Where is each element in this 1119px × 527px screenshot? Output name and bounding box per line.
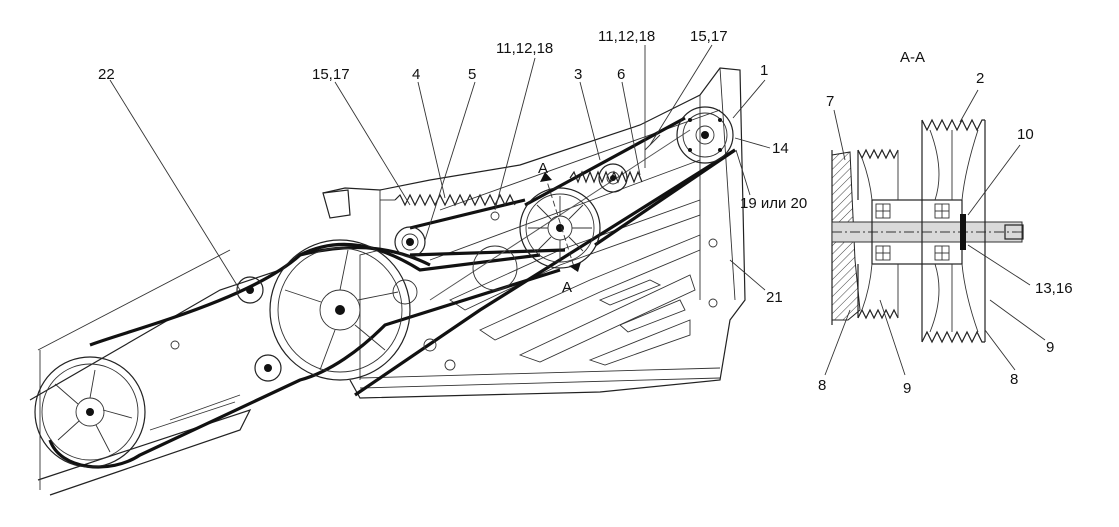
section-shaft bbox=[831, 221, 1024, 243]
section-pulley-2 bbox=[921, 118, 986, 344]
label-a-bottom: A bbox=[562, 279, 572, 296]
pulley-22 bbox=[34, 356, 146, 468]
idler-pulley-left bbox=[394, 226, 426, 258]
tension-springs bbox=[380, 134, 661, 207]
label-14: 14 bbox=[772, 140, 789, 157]
label-5: 5 bbox=[468, 66, 476, 83]
label-1: 1 bbox=[760, 62, 768, 79]
idler-pulleys-lower bbox=[236, 245, 518, 382]
leader-lines bbox=[109, 44, 771, 291]
tensioner-pulley-upper bbox=[598, 163, 628, 193]
label-3: 3 bbox=[574, 66, 582, 83]
section-label-10: 10 bbox=[1017, 126, 1034, 143]
label-15-17-right: 15,17 bbox=[690, 28, 728, 45]
section-label-8-right: 8 bbox=[1010, 371, 1018, 388]
label-6: 6 bbox=[617, 66, 625, 83]
section-pulley-small bbox=[857, 148, 899, 320]
pulley-3-section-a bbox=[519, 172, 601, 272]
section-hub bbox=[871, 199, 966, 265]
section-label-2: 2 bbox=[976, 70, 984, 87]
label-11-12-18-left: 11,12,18 bbox=[496, 40, 553, 57]
section-a-a-view: A-A 2 7 10 13,16 9 8 9 8 bbox=[818, 49, 1073, 397]
section-label-9-right: 9 bbox=[1046, 339, 1054, 356]
label-22: 22 bbox=[98, 66, 115, 83]
pulley-1 bbox=[676, 106, 734, 164]
frame-bolts bbox=[170, 211, 718, 371]
label-4: 4 bbox=[412, 66, 420, 83]
section-label-7: 7 bbox=[826, 93, 834, 110]
label-19-20: 19 или 20 bbox=[740, 195, 807, 212]
section-label-13-16: 13,16 bbox=[1035, 280, 1073, 297]
section-leader-lines bbox=[824, 89, 1046, 376]
drive-belts bbox=[48, 116, 736, 469]
label-11-12-18-right: 11,12,18 bbox=[598, 28, 655, 45]
label-21: 21 bbox=[766, 289, 783, 306]
label-a-top: A bbox=[538, 160, 548, 177]
housing-panels bbox=[449, 199, 701, 366]
section-title: A-A bbox=[900, 49, 925, 66]
section-label-9-bottom: 9 bbox=[903, 380, 911, 397]
frame-housing bbox=[29, 67, 746, 496]
main-view: 22 15,17 4 5 11,12,18 3 6 11,12,18 15,17… bbox=[29, 28, 807, 496]
label-15-17-left: 15,17 bbox=[312, 66, 350, 83]
section-label-8-left: 8 bbox=[818, 377, 826, 394]
flywheel-pulley bbox=[269, 239, 418, 381]
